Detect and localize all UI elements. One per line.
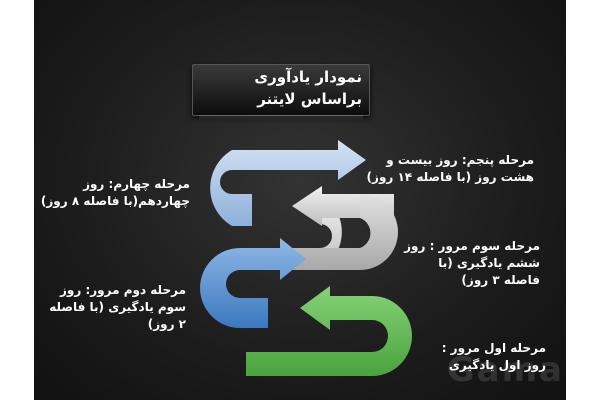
stage-1-line-1: مرحله اول مرور :	[441, 341, 546, 355]
stage-1-label: مرحله اول مرور : روز اول یادگیری	[430, 340, 546, 374]
stage-4-line-1: مرحله چهارم: روز	[83, 177, 190, 191]
stage-3-line-1: مرحله سوم مرور : روز	[404, 239, 540, 253]
gama-watermark: Gama	[446, 350, 564, 390]
title-line-2: براساس لایتنر	[257, 90, 362, 108]
diagram-title: نمودار یادآوری براساس لایتنر	[192, 66, 362, 110]
stage-2-label: مرحله دوم مرور: روز سوم یادگیری (با فاصل…	[49, 282, 186, 333]
stage-1-arrow	[246, 286, 412, 376]
stage-3-arrow	[288, 194, 398, 270]
stage-4-label: مرحله چهارم: روز چهاردهم(با فاصله ۸ روز)	[40, 176, 190, 210]
title-line-1: نمودار یادآوری	[254, 68, 362, 86]
stage-2-line-2: سوم یادگیری (با فاصله	[49, 300, 186, 314]
stage-2-line-1: مرحله دوم مرور: روز	[60, 283, 186, 297]
stage-1-line-2: روز اول یادگیری	[448, 358, 546, 372]
stage-2-line-3: ۲ روز)	[147, 317, 186, 331]
stage-5-arrow	[210, 140, 366, 226]
stage-3-line-3: فاصله ۳ روز)	[461, 273, 540, 287]
stage-3-line-2: ششم یادگیری (با	[438, 256, 540, 270]
stage-4-line-2: چهاردهم(با فاصله ۸ روز)	[40, 194, 190, 208]
stage-5-label: مرحله پنجم: روز بیست و هشت روز (با فاصله…	[366, 152, 534, 186]
stage-5-line-2: هشت روز (با فاصله ۱۴ روز)	[366, 170, 534, 184]
stage-2-arrow	[200, 238, 306, 328]
stage-3-label: مرحله سوم مرور : روز ششم یادگیری (با فاص…	[404, 238, 540, 289]
stage-5-line-1: مرحله پنجم: روز بیست و	[386, 153, 534, 167]
title-box	[192, 64, 370, 121]
